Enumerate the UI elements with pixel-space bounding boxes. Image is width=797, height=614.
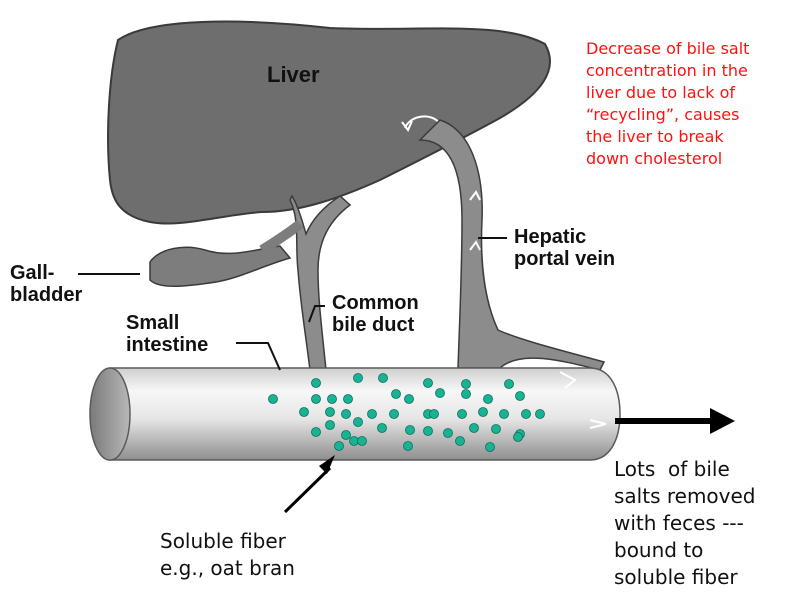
gallbladder-label: Gall- bladder bbox=[10, 262, 82, 306]
fiber-dot bbox=[312, 395, 321, 404]
fiber-dot bbox=[269, 395, 278, 404]
fiber-dot bbox=[505, 380, 514, 389]
fiber-dot bbox=[462, 380, 471, 389]
fiber-pointer-arrow-shaft bbox=[285, 468, 330, 512]
fiber-caption: Soluble fiber e.g., oat bran bbox=[160, 528, 295, 582]
fiber-dot bbox=[456, 437, 465, 446]
fiber-dot bbox=[326, 421, 335, 430]
fiber-dot bbox=[358, 437, 367, 446]
fiber-dot bbox=[458, 410, 467, 419]
fiber-dot bbox=[479, 408, 488, 417]
common-bile-duct-shape bbox=[290, 196, 350, 370]
fiber-dot bbox=[404, 442, 413, 451]
fiber-dot bbox=[444, 429, 453, 438]
fiber-dot bbox=[326, 408, 335, 417]
fiber-dot bbox=[328, 395, 337, 404]
fiber-dot bbox=[514, 433, 523, 442]
liver-label: Liver bbox=[267, 64, 320, 86]
fiber-dot bbox=[378, 424, 387, 433]
fiber-dot bbox=[344, 395, 353, 404]
fiber-dot bbox=[462, 390, 471, 399]
fiber-dot bbox=[406, 426, 415, 435]
fiber-dot bbox=[436, 389, 445, 398]
fiber-dot bbox=[536, 410, 545, 419]
fiber-dot bbox=[392, 390, 401, 399]
fiber-dot bbox=[492, 425, 501, 434]
fiber-dot bbox=[405, 395, 414, 404]
fiber-dot bbox=[342, 431, 351, 440]
feces-caption: Lots of bile salts removed with feces --… bbox=[614, 456, 756, 591]
fiber-dot bbox=[522, 410, 531, 419]
small-intestine-leader bbox=[236, 343, 280, 370]
recycling-note: Decrease of bile salt concentration in t… bbox=[586, 38, 749, 170]
small-intestine-label: Small intestine bbox=[126, 312, 208, 356]
fiber-dot bbox=[354, 374, 363, 383]
fiber-dot bbox=[424, 427, 433, 436]
fiber-dot bbox=[342, 410, 351, 419]
fiber-dot bbox=[300, 408, 309, 417]
fiber-dot bbox=[312, 379, 321, 388]
common-bile-duct-label: Common bile duct bbox=[332, 292, 419, 336]
fiber-dot bbox=[335, 442, 344, 451]
fiber-dot bbox=[470, 424, 479, 433]
fiber-dot bbox=[484, 395, 493, 404]
fiber-dot bbox=[500, 410, 509, 419]
fiber-dot bbox=[486, 443, 495, 452]
feces-arrow-shaft bbox=[615, 418, 713, 424]
fiber-dot bbox=[354, 418, 363, 427]
hepatic-portal-vein-label: Hepatic portal vein bbox=[514, 226, 615, 270]
fiber-dot bbox=[516, 392, 525, 401]
fiber-dot bbox=[424, 379, 433, 388]
feces-arrow-head bbox=[710, 408, 735, 434]
fiber-dot bbox=[390, 410, 399, 419]
fiber-dot bbox=[379, 374, 388, 383]
liver-shape bbox=[108, 22, 550, 224]
fiber-dot bbox=[430, 410, 439, 419]
gallbladder-shape bbox=[150, 246, 290, 286]
fiber-dot bbox=[368, 410, 377, 419]
fiber-dot bbox=[312, 428, 321, 437]
